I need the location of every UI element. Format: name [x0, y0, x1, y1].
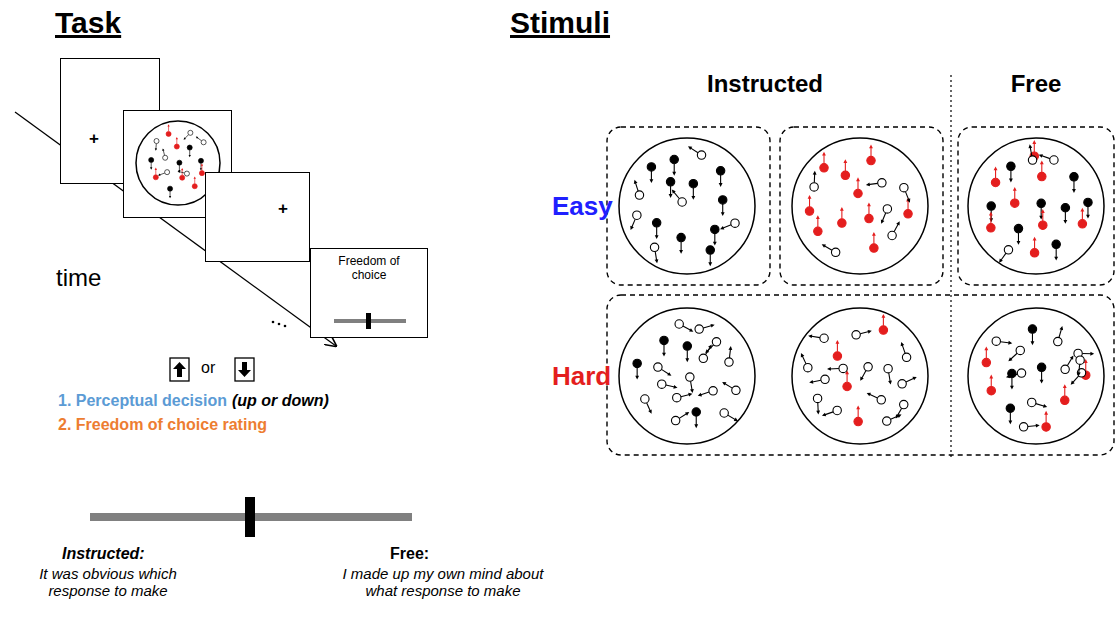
group-brackets: [607, 127, 1114, 455]
rating-screen: Freedom of choice: [310, 248, 428, 338]
scale-end-label: Instructed:: [62, 545, 145, 563]
connector-word: or: [201, 359, 215, 377]
section-heading: Task: [55, 6, 121, 41]
step-label: 2. Freedom of choice rating: [58, 416, 267, 434]
scale-end-note: It was obvious which response to make: [8, 565, 208, 600]
down-key: [235, 358, 254, 381]
fixation-cross: +: [278, 199, 309, 219]
step-note: (up or down): [232, 392, 329, 410]
ellipsis-dots: [272, 321, 287, 328]
stimulus-circles: [619, 138, 1104, 444]
fixation-screen: +: [205, 172, 310, 262]
scale-end-label: Free:: [390, 545, 429, 563]
axis-label: time: [56, 264, 101, 292]
mini-slider: [320, 313, 420, 329]
up-key: [170, 358, 189, 381]
section-heading: Stimuli: [510, 6, 610, 41]
scale-end-note: I made up my own mind about what respons…: [338, 565, 548, 600]
step-label: 1. Perceptual decision: [58, 392, 227, 410]
column-header: Instructed: [707, 70, 823, 98]
row-header: Hard: [552, 362, 611, 392]
row-header: Easy: [552, 192, 613, 222]
column-header: Free: [1011, 70, 1062, 98]
screen-title: Freedom of choice: [331, 255, 407, 283]
rating-slider: [90, 497, 412, 537]
column-divider: [950, 75, 951, 458]
